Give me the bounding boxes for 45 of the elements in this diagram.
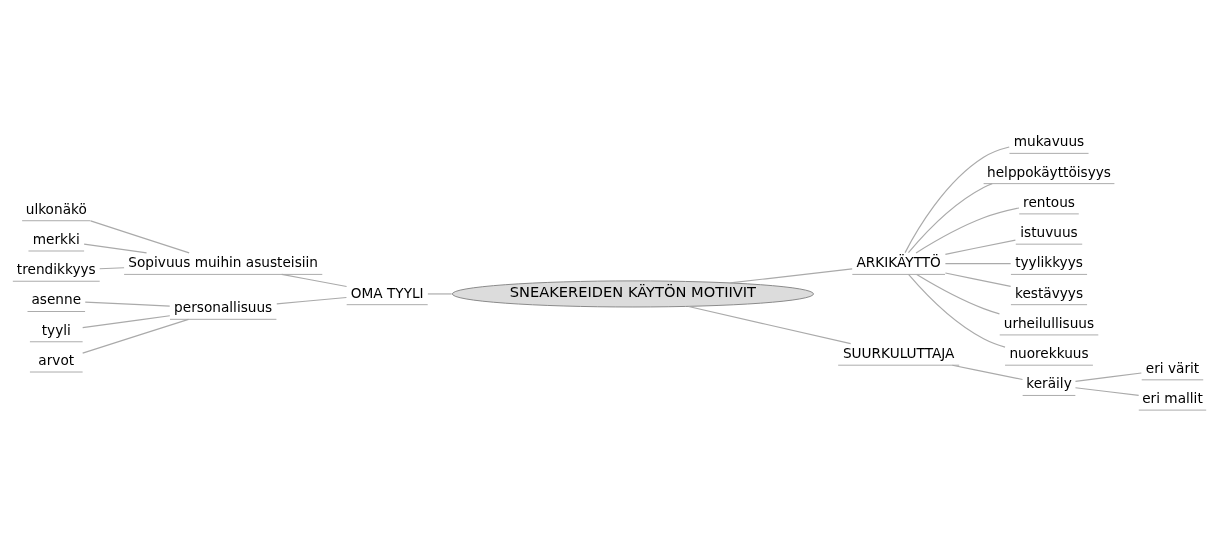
connector — [427, 293, 453, 295]
connector — [82, 315, 171, 329]
connector — [90, 220, 190, 254]
node-text: eri mallit — [1142, 389, 1203, 406]
node-text: helppokäyttöisyys — [987, 163, 1111, 180]
connector — [907, 183, 993, 254]
connector — [729, 268, 853, 284]
connector — [915, 207, 1020, 254]
node-text: SUURKULUTTAJA — [842, 345, 955, 362]
node-text: eri värit — [1145, 359, 1200, 376]
node-text: merkki — [32, 230, 80, 247]
node-text: Sopivuus muihin asusteisiin — [128, 254, 319, 271]
connector — [916, 273, 1000, 315]
node-text: tyylikkyys — [1015, 254, 1083, 271]
node-text: istuvuus — [1020, 224, 1078, 241]
connector — [944, 272, 1012, 287]
connector — [687, 305, 852, 345]
node-text: mukavuus — [1013, 133, 1085, 150]
connector — [1074, 387, 1140, 396]
node-text: keräily — [1026, 375, 1072, 392]
connector — [281, 273, 348, 288]
node-text: ARKIKÄYTTÖ — [856, 254, 941, 271]
connector — [84, 301, 171, 307]
node-text: arvot — [38, 351, 75, 368]
node-text: kestävyys — [1014, 284, 1084, 301]
connector — [944, 239, 1016, 255]
node-text: rentous — [1023, 193, 1075, 210]
connector — [904, 146, 1010, 254]
connector — [276, 296, 348, 305]
node-text: asenne — [31, 291, 82, 308]
node-text: trendikkyys — [16, 261, 96, 278]
node-text: personallisuus — [174, 299, 273, 316]
connector — [83, 243, 148, 254]
connector — [82, 318, 190, 354]
node-text: nuorekkuus — [1009, 345, 1089, 362]
connector — [944, 263, 1012, 265]
node-text: ulkonäkö — [25, 200, 87, 217]
node-text: tyyli — [41, 321, 71, 338]
connector — [99, 267, 125, 270]
connector — [907, 273, 1006, 348]
node-text: OMA TYYLI — [350, 284, 424, 301]
node-text: urheilullisuus — [1003, 314, 1095, 331]
connector — [951, 364, 1024, 381]
node-ellipse: SNEAKEREIDEN KÄYTÖN MOTIIVIT — [451, 280, 814, 308]
connector — [1074, 372, 1142, 383]
